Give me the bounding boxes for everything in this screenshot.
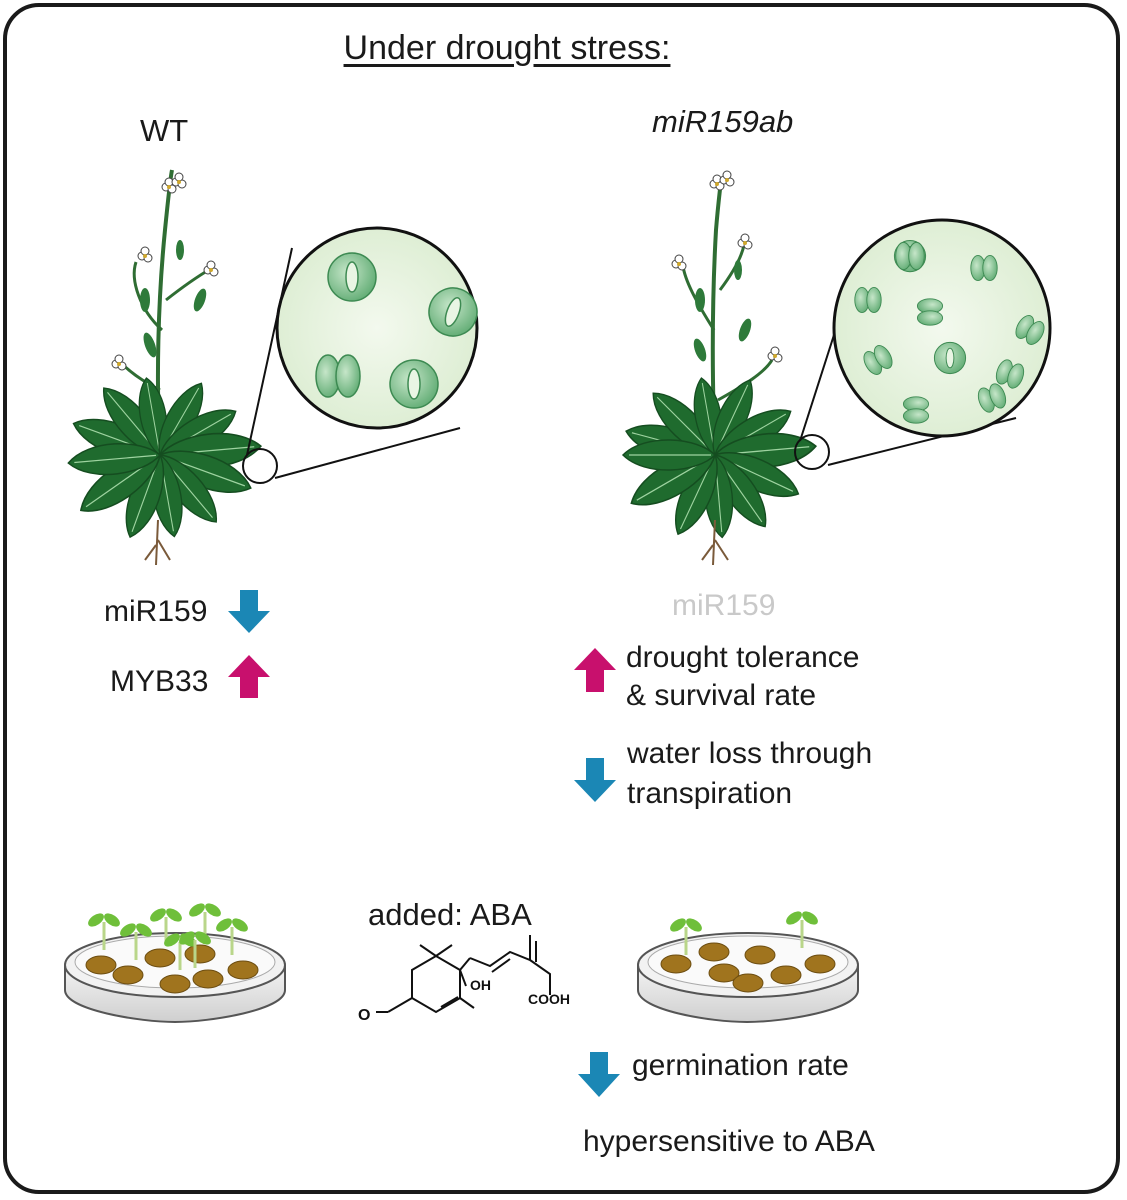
aba-structure — [376, 935, 551, 1014]
germination-rate-label: germination rate — [632, 1049, 849, 1082]
aba-o-label: O — [358, 1007, 370, 1024]
arrow-down-icon — [574, 758, 616, 802]
arrow-down-icon — [578, 1052, 620, 1097]
wt-plant — [66, 169, 264, 566]
arrow-up-icon — [574, 648, 616, 692]
mutant-petri-dish — [637, 907, 859, 1024]
water-loss-line2: transpiration — [627, 777, 793, 810]
wt-myb33-label: MYB33 — [110, 665, 209, 698]
mutant-stomata-zoom — [794, 218, 1052, 470]
arrow-down-icon — [228, 590, 270, 633]
arrow-up-icon — [228, 655, 270, 698]
hypersensitive-aba-label: hypersensitive to ABA — [583, 1125, 875, 1158]
wt-genotype-label: WT — [140, 113, 189, 148]
figure-title: Under drought stress: — [343, 29, 671, 67]
aba-cooh-label: COOH — [528, 991, 570, 1007]
wt-mir159-label: miR159 — [104, 595, 208, 628]
mutant-genotype-label: miR159ab — [652, 104, 794, 139]
water-loss-line1: water loss through — [627, 737, 873, 770]
wt-stomata-zoom — [242, 226, 485, 484]
drought-tolerance-line2: & survival rate — [626, 679, 817, 712]
added-aba-label: added: ABA — [368, 897, 532, 932]
drought-tolerance-line1: drought tolerance — [626, 641, 860, 674]
wt-petri-dish — [64, 899, 286, 1024]
mutant-mir159-label: miR159 — [672, 589, 776, 622]
aba-oh-label: OH — [470, 977, 491, 993]
mutant-plant — [621, 170, 819, 566]
